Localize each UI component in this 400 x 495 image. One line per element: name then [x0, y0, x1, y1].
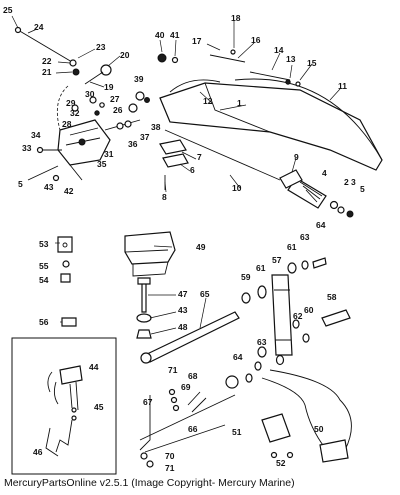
leader-lines [11, 15, 341, 335]
callout-3: 3 [351, 177, 356, 187]
callout-5a: 5 [18, 179, 23, 189]
callout-13: 13 [286, 54, 296, 64]
callout-48: 48 [178, 322, 188, 332]
callout-65: 65 [200, 289, 210, 299]
callout-8: 8 [162, 192, 167, 202]
callout-11: 11 [338, 81, 347, 91]
callout-71b: 71 [165, 463, 175, 473]
callout-41: 41 [170, 30, 180, 40]
callout-14: 14 [274, 45, 284, 55]
callout-71a: 71 [168, 365, 178, 375]
callout-39: 39 [134, 74, 144, 84]
callout-45: 45 [94, 402, 104, 412]
callout-56: 56 [39, 317, 49, 327]
inset-switch-detail [11, 337, 117, 475]
callout-34: 34 [31, 130, 41, 140]
callout-35: 35 [97, 159, 107, 169]
callout-2: 2 [344, 177, 349, 187]
shift-linkage-assembly [14, 26, 150, 182]
callout-12: 12 [203, 96, 213, 106]
callout-17: 17 [192, 36, 202, 46]
callout-18: 18 [231, 13, 241, 23]
callout-70: 70 [165, 451, 175, 461]
callout-6: 6 [190, 165, 195, 175]
copyright-caption: MercuryPartsOnline v2.5.1 (Image Copyrig… [4, 477, 295, 489]
callout-49: 49 [196, 242, 206, 252]
callout-21: 21 [42, 67, 52, 77]
callout-55: 55 [39, 261, 49, 271]
callout-40: 40 [155, 30, 165, 40]
callout-28: 28 [62, 119, 72, 129]
callout-51: 51 [232, 427, 242, 437]
callout-5b: 5 [360, 184, 365, 194]
lower-linkage [139, 388, 236, 468]
callout-47: 47 [178, 289, 188, 299]
callout-32: 32 [70, 108, 80, 118]
callout-67: 67 [143, 397, 153, 407]
callout-26: 26 [113, 105, 123, 115]
callout-22: 22 [42, 56, 52, 66]
remote-cable-group [261, 369, 352, 463]
callout-61a: 61 [287, 242, 297, 252]
callout-24: 24 [34, 22, 44, 32]
callout-57: 57 [272, 255, 282, 265]
tiller-handle-assembly [157, 49, 383, 218]
callout-15: 15 [307, 58, 317, 68]
callout-42: 42 [64, 186, 74, 196]
bracket-and-hardware [57, 231, 176, 339]
callout-9: 9 [294, 152, 299, 162]
callout-1: 1 [237, 98, 242, 108]
callout-37: 37 [140, 132, 150, 142]
callout-33: 33 [22, 143, 32, 153]
callout-63a: 63 [300, 232, 310, 242]
callout-43a: 43 [44, 182, 54, 192]
callout-64b: 64 [233, 352, 243, 362]
callout-29: 29 [66, 98, 76, 108]
callout-23: 23 [96, 42, 106, 52]
callout-labels: 25 24 23 20 22 21 19 30 27 26 29 32 28 3… [3, 5, 365, 473]
callout-50: 50 [314, 424, 324, 434]
steering-rod [140, 311, 240, 364]
callout-20: 20 [120, 50, 130, 60]
callout-59: 59 [241, 272, 251, 282]
callout-19: 19 [104, 82, 114, 92]
callout-25: 25 [3, 5, 13, 15]
callout-16: 16 [251, 35, 261, 45]
callout-7: 7 [197, 152, 202, 162]
callout-64a: 64 [316, 220, 326, 230]
callout-10: 10 [232, 183, 242, 193]
callout-53: 53 [39, 239, 49, 249]
callout-4: 4 [322, 168, 327, 178]
callout-63b: 63 [257, 337, 267, 347]
callout-38: 38 [151, 122, 161, 132]
callout-69: 69 [181, 382, 191, 392]
callout-58: 58 [327, 292, 337, 302]
callout-54: 54 [39, 275, 49, 285]
callout-27: 27 [110, 94, 120, 104]
callout-66: 66 [188, 424, 198, 434]
callout-44: 44 [89, 362, 99, 372]
callout-52: 52 [276, 458, 286, 468]
callout-30: 30 [85, 89, 95, 99]
callout-61b: 61 [256, 263, 266, 273]
callout-43b: 43 [178, 305, 188, 315]
callout-60: 60 [304, 305, 314, 315]
hydraulic-cylinder-group [225, 257, 351, 389]
callout-31: 31 [104, 149, 114, 159]
callout-46: 46 [33, 447, 43, 457]
callout-36: 36 [128, 139, 138, 149]
callout-62: 62 [293, 311, 303, 321]
callout-68: 68 [188, 371, 198, 381]
